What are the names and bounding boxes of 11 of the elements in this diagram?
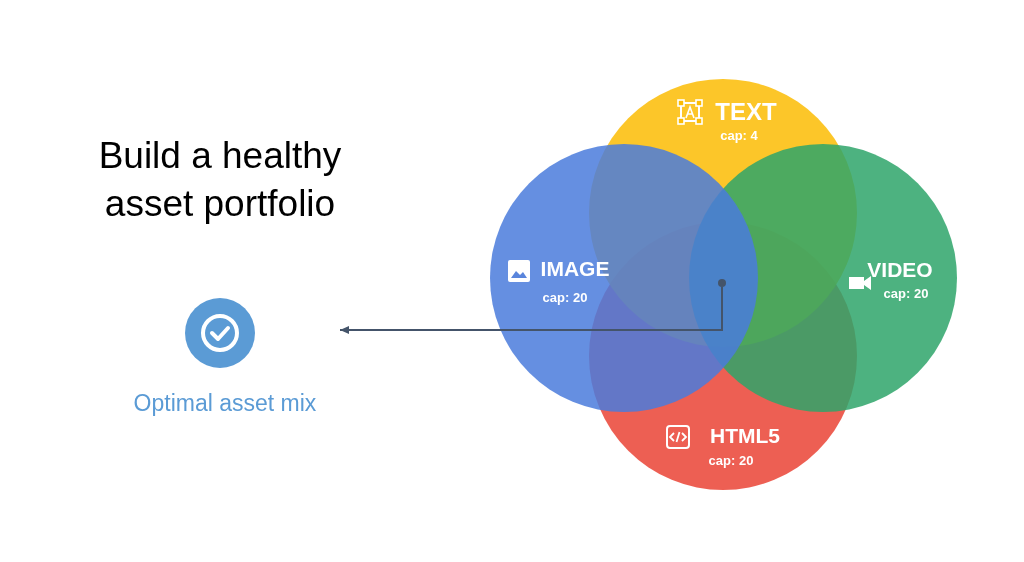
cap-label: cap: 20 xyxy=(708,453,754,469)
caption-text: Optimal asset mix xyxy=(132,390,318,417)
cap-label: cap: 20 xyxy=(883,286,929,302)
leader-arrow xyxy=(339,286,723,334)
category-label: IMAGE xyxy=(540,257,610,282)
title: Build a healthy asset portfolio xyxy=(97,134,343,226)
category-label: TEXT xyxy=(715,97,777,126)
cap-label: cap: 4 xyxy=(720,128,758,144)
cap-label: cap: 20 xyxy=(542,290,588,306)
category-label: HTML5 xyxy=(710,424,780,449)
category-label: VIDEO xyxy=(867,258,933,283)
